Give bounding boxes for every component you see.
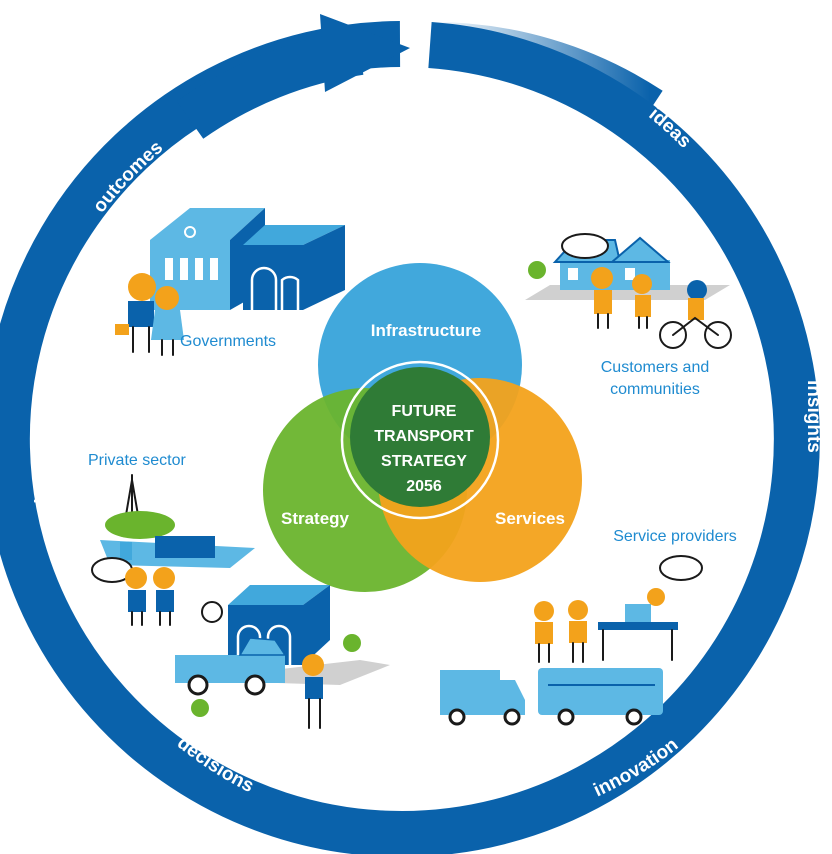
group-label-customers-line1: Customers and <box>601 359 710 376</box>
customers-illustration: Customers and communities <box>525 233 732 398</box>
venn-label-services: Services <box>495 509 565 528</box>
venn-label-infrastructure: Infrastructure <box>371 321 482 340</box>
venn-diagram: Infrastructure Strategy Services FUTURE … <box>263 263 582 592</box>
center-title-line1: FUTURE <box>392 403 457 420</box>
person-icon <box>534 601 554 621</box>
person-icon <box>155 286 179 310</box>
speech-bubble-icon <box>659 555 703 581</box>
person-icon <box>128 273 156 301</box>
depot-illustration <box>175 585 390 729</box>
center-ring <box>340 360 500 520</box>
bus-icon <box>538 668 663 715</box>
person-icon <box>647 588 665 606</box>
center-title-line4: 2056 <box>406 478 442 495</box>
speech-bubble-icon <box>561 233 609 259</box>
venn-label-strategy: Strategy <box>281 509 350 528</box>
group-label-service-providers: Service providers <box>613 528 737 545</box>
person-icon <box>591 267 613 289</box>
group-label-private-sector: Private sector <box>88 452 186 469</box>
group-label-customers-line2: communities <box>610 381 700 398</box>
group-label-governments: Governments <box>180 333 276 350</box>
service-providers-illustration: Service providers <box>440 528 737 726</box>
desk-icon <box>598 622 678 630</box>
person-icon <box>632 274 652 294</box>
truck-icon <box>440 670 500 715</box>
person-icon <box>568 600 588 620</box>
person-icon <box>153 567 175 589</box>
ring-label-delivery: delivery <box>32 438 53 510</box>
person-icon <box>302 654 324 676</box>
center-title-line2: TRANSPORT <box>374 428 474 445</box>
outer-cycle-ring <box>0 14 820 854</box>
cyclist-helmet-icon <box>687 280 707 300</box>
person-icon <box>125 567 147 589</box>
governments-illustration: Governments <box>115 208 345 356</box>
center-title-line3: STRATEGY <box>381 453 467 470</box>
ring-label-insights: insights <box>803 380 824 453</box>
cycle-arrow-head <box>320 14 410 92</box>
cable-drum-icon <box>201 601 223 623</box>
private-sector-illustration: Private sector <box>88 452 255 626</box>
bicycle-icon <box>659 321 687 349</box>
